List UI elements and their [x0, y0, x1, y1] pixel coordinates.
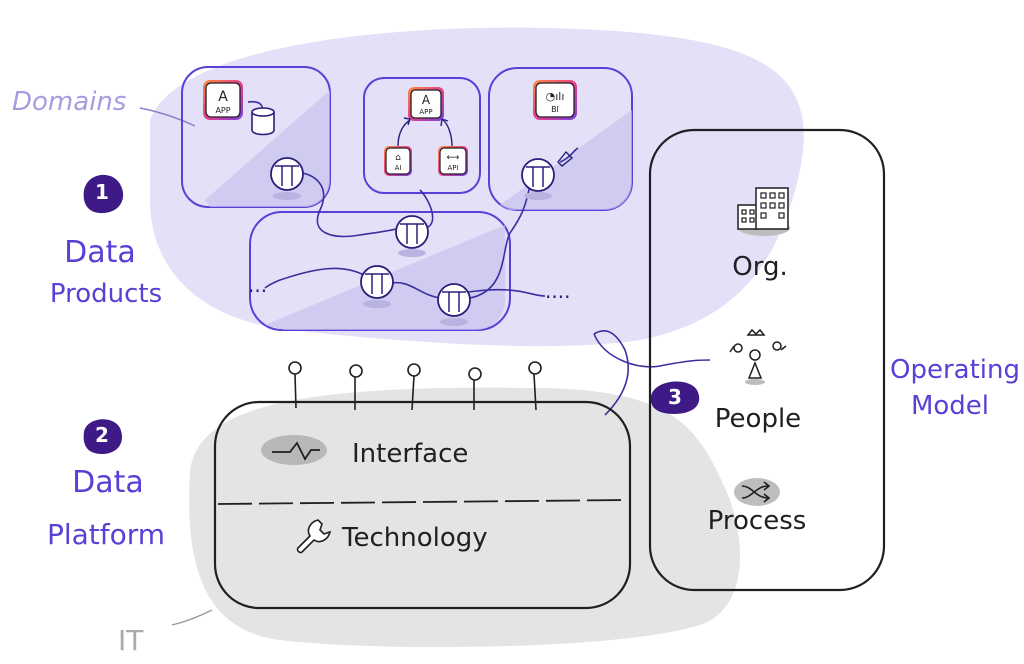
badge-1: 1: [83, 174, 124, 214]
svg-text:A: A: [422, 93, 431, 107]
svg-text:⟷: ⟷: [447, 153, 460, 163]
data-platform-label-line1: Data: [72, 465, 144, 500]
platform-port-pins: [288, 361, 542, 411]
svg-text:◔ılı: ◔ılı: [546, 90, 565, 103]
svg-text:API: API: [447, 164, 458, 172]
flow-arrows: [397, 117, 453, 147]
org-label: Org.: [732, 252, 787, 282]
people-icon: [729, 328, 787, 385]
wrench-icon: [296, 519, 332, 554]
svg-text:2: 2: [95, 423, 109, 447]
svg-text:BI: BI: [551, 105, 559, 114]
interface-label: Interface: [352, 439, 468, 469]
data-products-label-line1: Data: [64, 235, 136, 270]
data-product-node[interactable]: [521, 158, 555, 200]
app-tile[interactable]: A APP: [203, 80, 243, 120]
operating-model-box: [648, 128, 886, 592]
api-tile[interactable]: ⟷ API: [438, 146, 468, 176]
badge-2: 2: [83, 419, 122, 454]
svg-text:AI: AI: [395, 164, 402, 172]
data-platform-label-line2: Platform: [47, 518, 165, 551]
data-platform-box: [213, 400, 632, 610]
svg-text:⌂: ⌂: [395, 153, 401, 163]
it-region: [189, 387, 740, 648]
data-product-node[interactable]: [270, 157, 304, 200]
shuffle-icon: [734, 478, 780, 506]
app-tile[interactable]: A APP: [408, 87, 444, 121]
operating-model-label-line1: Operating: [890, 355, 1020, 385]
svg-text:1: 1: [95, 180, 109, 204]
building-icon: [737, 187, 790, 236]
technology-label: Technology: [341, 523, 488, 553]
bi-tile[interactable]: ◔ılı BI: [533, 80, 577, 120]
ellipsis-right: ....: [545, 279, 570, 303]
data-product-node[interactable]: [360, 265, 394, 308]
process-label: Process: [708, 506, 807, 536]
badge-3: 3: [650, 381, 700, 414]
operating-model-label-line2: Model: [911, 391, 989, 421]
data-products-label-line2: Products: [50, 279, 162, 309]
database-icon: [251, 107, 275, 136]
it-label: IT: [118, 624, 144, 657]
svg-text:3: 3: [668, 385, 682, 409]
data-product-node[interactable]: [437, 283, 471, 326]
svg-text:A: A: [218, 89, 228, 105]
people-label: People: [715, 404, 801, 434]
ai-tile[interactable]: ⌂ AI: [384, 146, 412, 176]
ellipsis-left: ...: [248, 273, 267, 297]
data-product-node[interactable]: [395, 215, 429, 257]
signal-icon: [261, 435, 327, 465]
domains-label: Domains: [12, 87, 126, 117]
svg-text:APP: APP: [215, 106, 230, 115]
svg-text:APP: APP: [419, 108, 432, 116]
plug-icon: [557, 150, 574, 167]
